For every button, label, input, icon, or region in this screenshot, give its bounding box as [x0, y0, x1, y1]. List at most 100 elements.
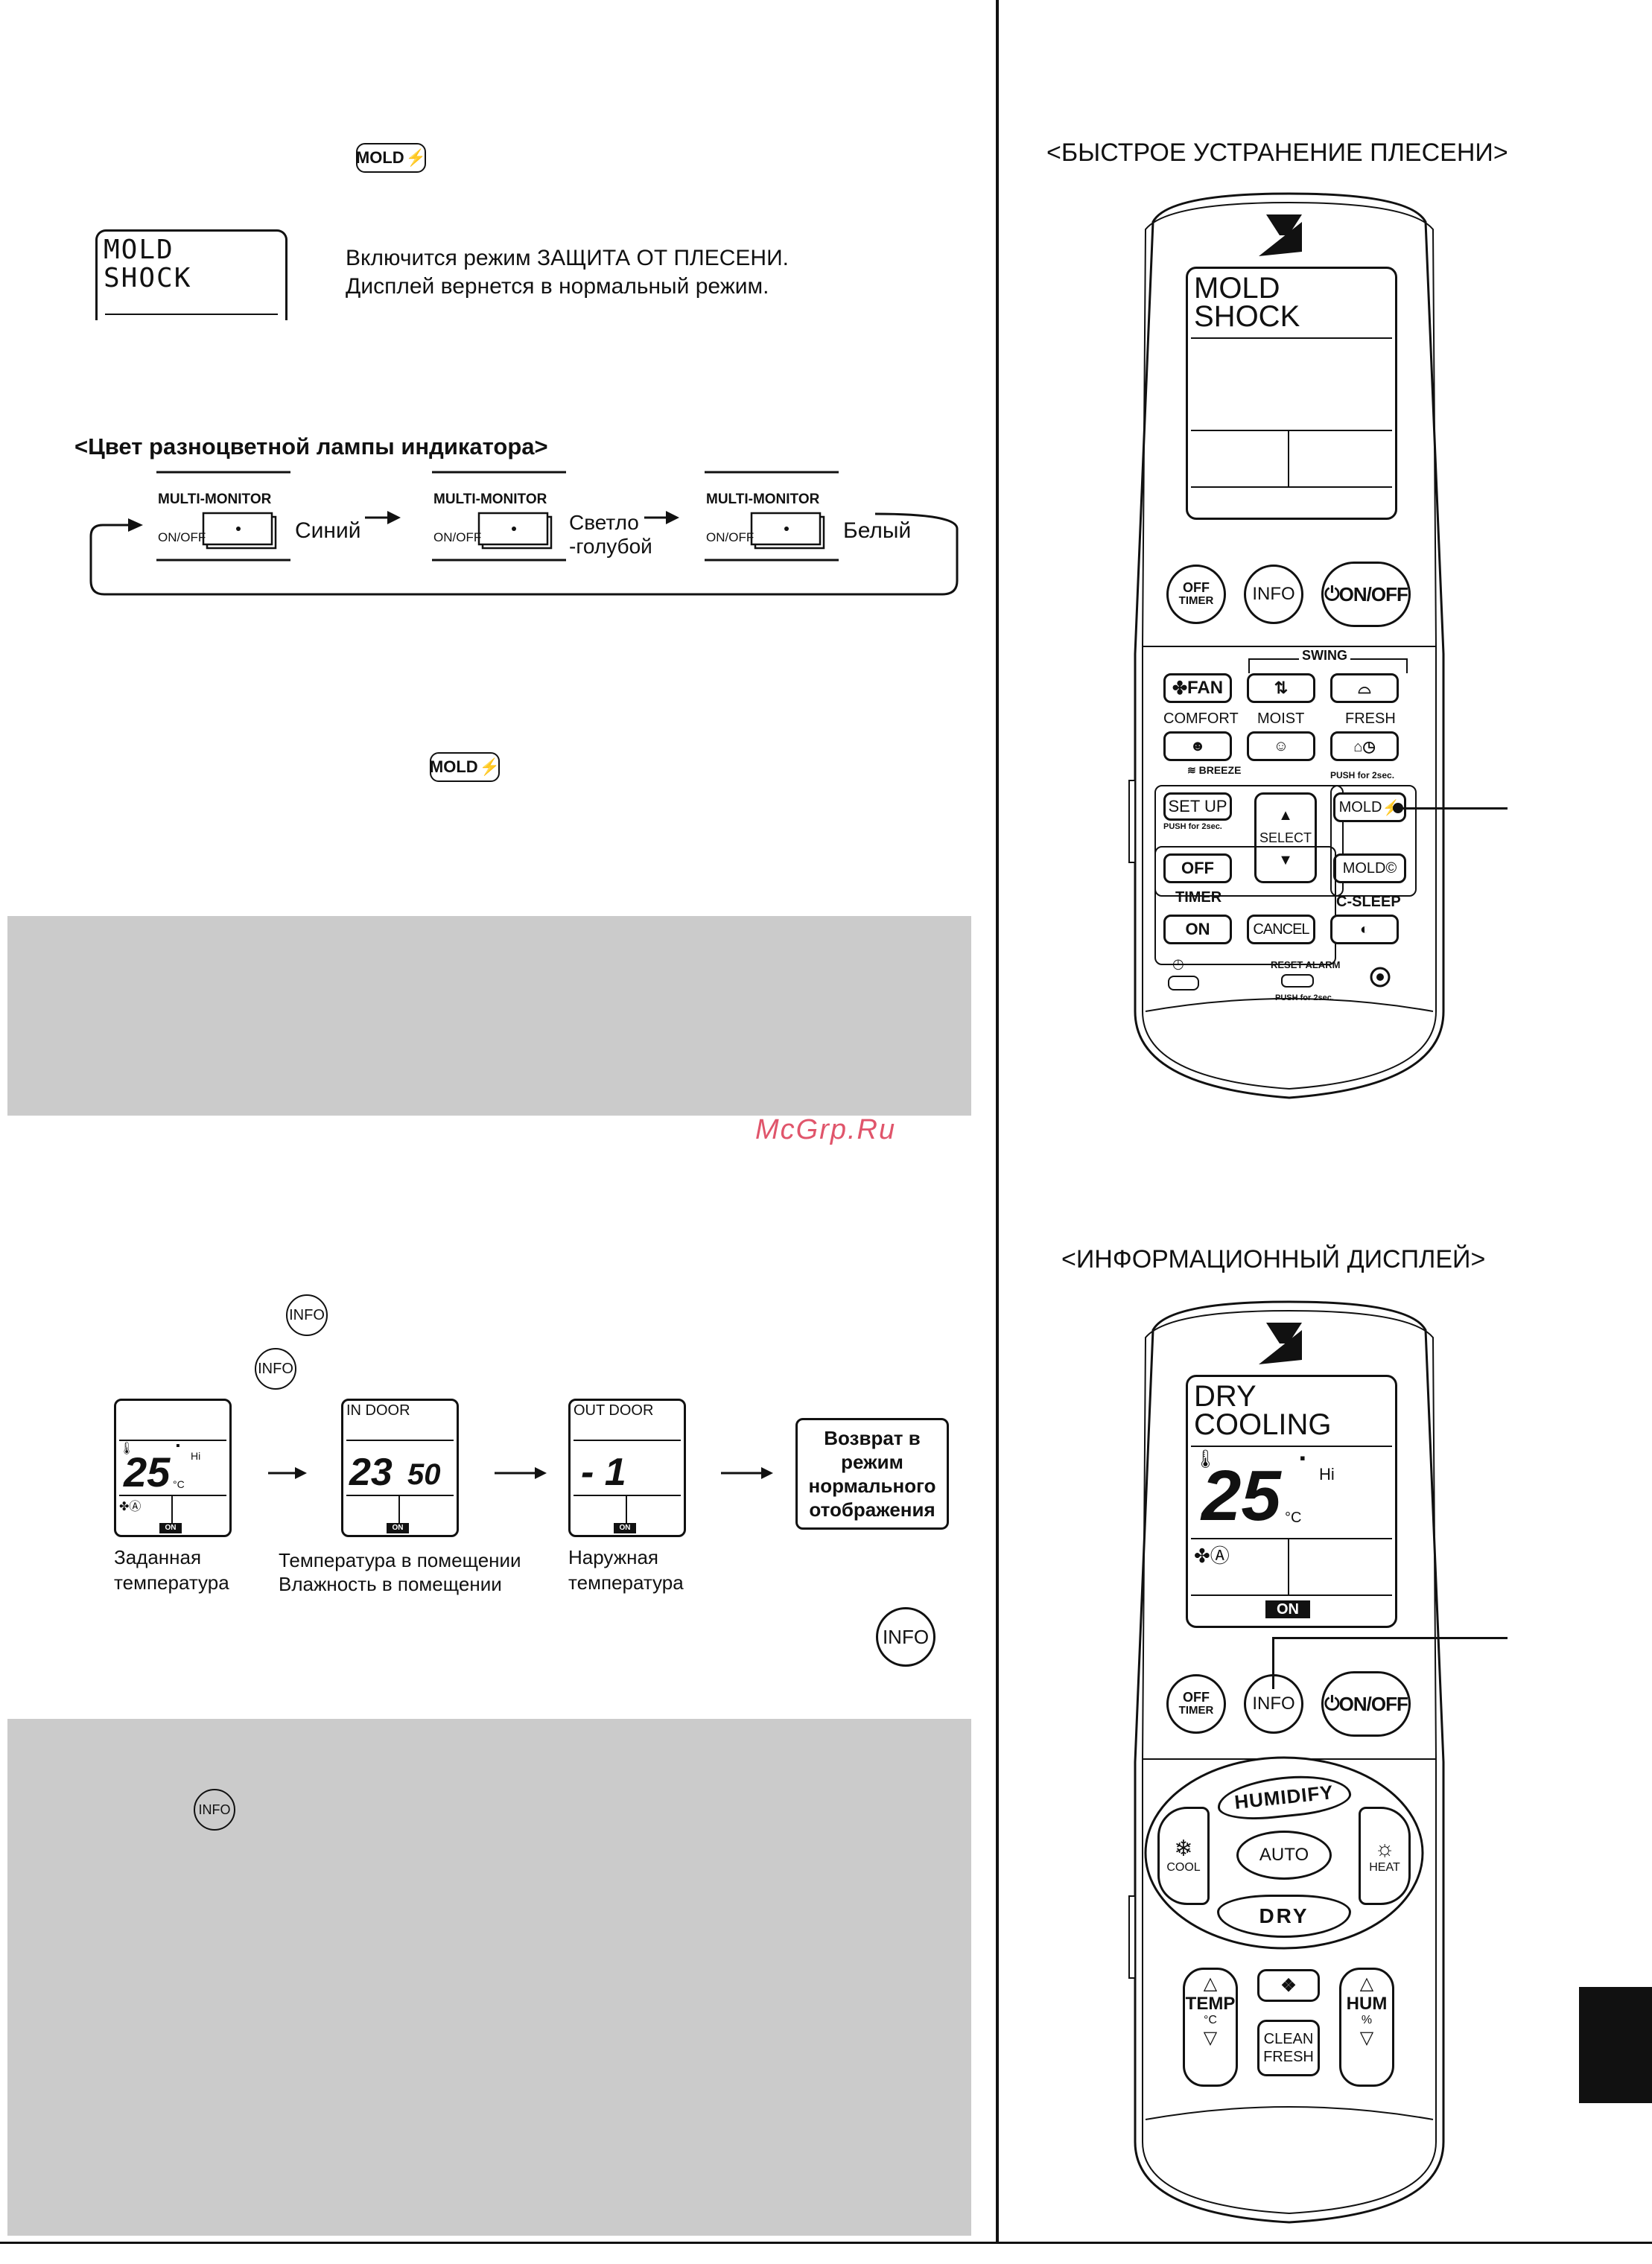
sleep-icon: ◐: [1359, 920, 1370, 938]
fan-label: FAN: [1187, 678, 1224, 698]
cancel-button[interactable]: CANCEL: [1247, 915, 1315, 944]
onoff-label: ON/OFF: [1338, 1692, 1408, 1715]
fan-swing-button[interactable]: ❖: [1257, 1969, 1320, 2002]
push-2sec-label: PUSH for 2sec.: [1330, 770, 1395, 780]
temp-up-icon[interactable]: △: [1203, 1974, 1218, 1994]
swing-horizontal-button[interactable]: ⌓: [1330, 673, 1399, 703]
timer-label: TIMER: [1178, 1704, 1214, 1717]
panel-line: [119, 1495, 226, 1496]
panel-line: [574, 1440, 681, 1441]
onoff-button[interactable]: ⏻ON/OFF: [1321, 562, 1411, 627]
mold-c-button[interactable]: MOLD©: [1333, 853, 1406, 883]
info-panel-3: OUT DOOR - 1 ON: [568, 1399, 686, 1537]
temp-label: TEMP: [1185, 1994, 1236, 2014]
hum-up-icon[interactable]: △: [1359, 1974, 1374, 1994]
remote2-lcd-line1: DRY: [1194, 1380, 1257, 1413]
moist-label: MOIST: [1257, 710, 1305, 727]
mold-button-label: MOLD: [355, 148, 404, 167]
leader-dot-mold: [1393, 803, 1403, 813]
panel3-header: OUT DOOR: [574, 1402, 654, 1419]
clock-button[interactable]: [1168, 976, 1199, 990]
csleep-button[interactable]: ◐: [1330, 915, 1399, 944]
remote2-heading: <ИНФОРМАЦИОННЫЙ ДИСПЛЕЙ>: [1061, 1245, 1486, 1274]
reset-push-label: PUSH for 2sec.: [1275, 993, 1334, 1002]
fresh-icon: ⌂◷: [1353, 738, 1376, 755]
timer-off-button[interactable]: OFF: [1163, 853, 1232, 883]
timer-on-label: ON: [1185, 920, 1210, 938]
cool-button[interactable]: ❄ COOL: [1157, 1807, 1210, 1905]
caption-panel1-2: температура: [114, 1571, 229, 1594]
remote2-brand: DAIKIN: [1266, 1315, 1292, 1323]
lightning-icon: ⚡: [479, 757, 501, 776]
leader-line-info-v: [1272, 1637, 1274, 1689]
timer-on-button[interactable]: ON: [1163, 915, 1232, 944]
remote1-brand: DAIKIN: [1266, 207, 1292, 215]
select-up-icon: ▲: [1278, 807, 1293, 824]
panel-line: [119, 1440, 226, 1441]
setup-button[interactable]: SET UP: [1163, 792, 1232, 821]
temp-unit-label: °C: [1204, 2014, 1217, 2026]
remote-info-display: DAIKIN DRY COOLING 🌡 ▪ Hi 25 °C ✤Ⓐ ON OF…: [1123, 1300, 1455, 2227]
hum-down-icon[interactable]: ▽: [1359, 2028, 1374, 2048]
select-button[interactable]: ▲ SELECT ▼: [1254, 792, 1317, 883]
fresh-button[interactable]: ⌂◷: [1330, 731, 1399, 761]
fan-auto-icon: ✤Ⓐ: [1194, 1545, 1230, 1567]
comfort-icon: ☻: [1189, 737, 1206, 754]
mold-desc-line2: Дисплей вернется в нормальный режим.: [346, 274, 769, 299]
sun-icon: ☼: [1374, 1837, 1395, 1861]
hum-unit-label: %: [1361, 2014, 1373, 2026]
heat-button[interactable]: ☼ HEAT: [1359, 1807, 1411, 1905]
panel-line: [346, 1440, 454, 1441]
reset-alarm-button[interactable]: [1281, 974, 1314, 988]
humidify-label: HUMIDIFY: [1233, 1780, 1335, 1813]
fresh-label: FRESH: [1345, 710, 1396, 727]
timer-off-label: OFF: [1181, 859, 1214, 877]
info-button[interactable]: INFO: [1244, 565, 1303, 624]
mold-shock-button[interactable]: MOLD⚡: [1333, 792, 1406, 822]
lcd-line: [1191, 1446, 1392, 1447]
onoff-button[interactable]: ⏻ON/OFF: [1321, 1671, 1411, 1737]
panel-line: [574, 1495, 681, 1496]
mold-desc-line1: Включится режим ЗАЩИТА ОТ ПЛЕСЕНИ.: [346, 246, 789, 270]
dry-button[interactable]: DRY: [1217, 1895, 1351, 1938]
note-box-1: [7, 916, 971, 1116]
remote2-on-badge: ON: [1265, 1600, 1310, 1618]
remote1-lcd-line1: MOLD: [1194, 272, 1280, 305]
mold-shock-button-icon-2: MOLD⚡: [430, 752, 500, 782]
panel3-temp: - 1: [581, 1451, 626, 1494]
reset-alarm-label: RESET ALARM: [1271, 959, 1341, 970]
select-down-icon: ▼: [1278, 852, 1293, 868]
swing-horizontal-icon: ⌓: [1358, 678, 1371, 697]
lamp-color-white: Белый: [843, 518, 912, 543]
caption-panel3-1: Наружная: [568, 1546, 658, 1568]
panel2-header: IN DOOR: [346, 1402, 410, 1419]
setup-push-label: PUSH for 2sec.: [1163, 822, 1222, 831]
on-label: ON: [1277, 1601, 1299, 1618]
auto-button[interactable]: AUTO: [1236, 1831, 1332, 1880]
remote1-lcd-line2: SHOCK: [1194, 300, 1300, 333]
watermark: McGrp.Ru: [755, 1114, 897, 1145]
lamp-color-lightblue-2: -голубой: [569, 535, 652, 558]
panel1-on-badge: ON: [159, 1523, 182, 1533]
swing-vertical-button[interactable]: ⇅: [1247, 673, 1315, 703]
select-label: SELECT: [1259, 830, 1312, 845]
timer-label: TIMER: [1175, 889, 1222, 906]
moist-button[interactable]: ☺: [1247, 731, 1315, 761]
panel2-on-badge: ON: [387, 1523, 409, 1533]
temp-rocker[interactable]: △ TEMP °C ▽: [1183, 1968, 1238, 2087]
comfort-button[interactable]: ☻: [1163, 731, 1232, 761]
temp-down-icon[interactable]: ▽: [1203, 2028, 1218, 2048]
info-sequence-arrows: [268, 1467, 773, 1479]
swing-vertical-icon: ⇅: [1274, 678, 1289, 697]
fan-button[interactable]: ✤FAN: [1163, 673, 1232, 703]
lcd-line: [1191, 337, 1392, 339]
off-label: OFF: [1183, 1690, 1210, 1705]
thermometer-icon: 🌡: [119, 1443, 135, 1455]
fresh-label: FRESH: [1263, 2049, 1314, 2065]
mold-c-label: MOLD: [1342, 859, 1386, 877]
panel1-fan: Hi: [191, 1450, 201, 1462]
hum-rocker[interactable]: △ HUM % ▽: [1339, 1968, 1394, 2087]
